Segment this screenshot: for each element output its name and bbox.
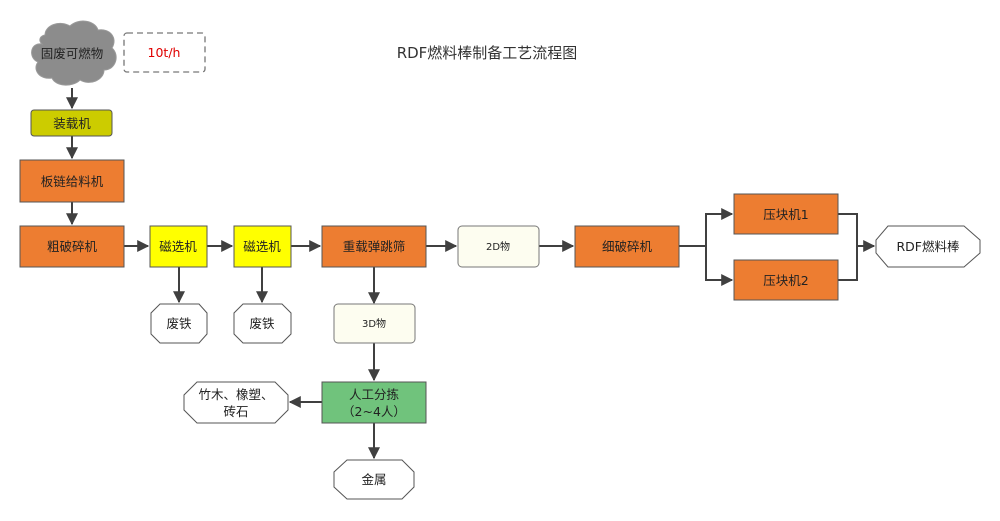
- node-magnet-1-label: 磁选机: [159, 239, 197, 254]
- node-screen[interactable]: 重载弹跳筛: [321, 225, 427, 268]
- node-3d-box: [333, 303, 416, 344]
- node-magnet-2-label: 磁选机: [243, 239, 281, 254]
- capacity-box: [123, 32, 206, 73]
- node-manual-sort-line1: 人工分拣: [349, 387, 400, 402]
- node-scrap-2-label: 废铁: [249, 316, 275, 331]
- node-2d-box: [457, 225, 540, 268]
- node-coarse-crusher-label: 粗破碎机: [47, 239, 98, 254]
- node-manual-sort-box: [321, 381, 427, 424]
- node-press-2-label: 压块机2: [763, 273, 808, 288]
- node-source[interactable]: 固废可燃物: [31, 20, 117, 86]
- node-2d[interactable]: 2D物: [457, 225, 540, 268]
- node-press-2[interactable]: 压块机2: [733, 259, 839, 301]
- node-3d-label: 3D物: [362, 317, 386, 330]
- node-chain-feeder-box: [19, 159, 125, 203]
- edges: [66, 88, 876, 460]
- node-residue-line2: 砖石: [223, 404, 248, 419]
- node-product[interactable]: RDF燃料棒: [875, 225, 981, 268]
- capacity-label: 10t/h: [148, 45, 181, 60]
- node-press-1[interactable]: 压块机1: [733, 193, 839, 235]
- node-loader-label: 装载机: [53, 116, 91, 131]
- node-loader-box: [30, 109, 113, 137]
- node-2d-label: 2D物: [486, 240, 510, 253]
- node-press-1-box: [733, 193, 839, 235]
- node-manual-sort-line2: （2~4人）: [342, 404, 406, 419]
- cloud-shape: [31, 20, 117, 86]
- node-screen-box: [321, 225, 427, 268]
- node-fine-crusher[interactable]: 细破碎机: [574, 225, 680, 268]
- node-scrap-1-octagon: [150, 303, 208, 344]
- node-residue-octagon: [183, 381, 289, 424]
- node-metal[interactable]: 金属: [333, 459, 415, 500]
- node-scrap-1[interactable]: 废铁: [150, 303, 208, 344]
- node-residue-line1: 竹木、橡塑、: [198, 387, 273, 402]
- edge-finecrusher-press1: [679, 208, 734, 247]
- node-chain-feeder[interactable]: 板链给料机: [19, 159, 125, 203]
- node-coarse-crusher[interactable]: 粗破碎机: [19, 225, 125, 268]
- capacity-annotation: 10t/h: [123, 32, 206, 73]
- node-residue[interactable]: 竹木、橡塑、 砖石: [183, 381, 289, 424]
- node-product-octagon: [875, 225, 981, 268]
- node-screen-label: 重载弹跳筛: [343, 239, 406, 254]
- node-product-label: RDF燃料棒: [896, 239, 960, 254]
- node-scrap-1-label: 废铁: [166, 316, 192, 331]
- edge-press2-product: [838, 246, 858, 281]
- node-fine-crusher-box: [574, 225, 680, 268]
- node-source-label: 固废可燃物: [41, 46, 104, 61]
- edge-finecrusher-press2: [705, 246, 734, 286]
- node-metal-octagon: [333, 459, 415, 500]
- node-scrap-2[interactable]: 废铁: [233, 303, 292, 344]
- node-magnet-2-box: [233, 225, 292, 268]
- diagram-title: RDF燃料棒制备工艺流程图: [397, 44, 578, 62]
- edge-press1-product: [838, 213, 876, 252]
- node-fine-crusher-label: 细破碎机: [602, 239, 653, 254]
- node-3d[interactable]: 3D物: [333, 303, 416, 344]
- node-manual-sort[interactable]: 人工分拣 （2~4人）: [321, 381, 427, 424]
- node-scrap-2-octagon: [233, 303, 292, 344]
- node-magnet-2[interactable]: 磁选机: [233, 225, 292, 268]
- node-chain-feeder-label: 板链给料机: [41, 174, 104, 189]
- node-press-2-box: [733, 259, 839, 301]
- node-press-1-label: 压块机1: [763, 207, 808, 222]
- node-loader[interactable]: 装载机: [30, 109, 113, 137]
- node-coarse-crusher-box: [19, 225, 125, 268]
- node-magnet-1-box: [149, 225, 208, 268]
- node-metal-label: 金属: [361, 472, 386, 487]
- node-magnet-1[interactable]: 磁选机: [149, 225, 208, 268]
